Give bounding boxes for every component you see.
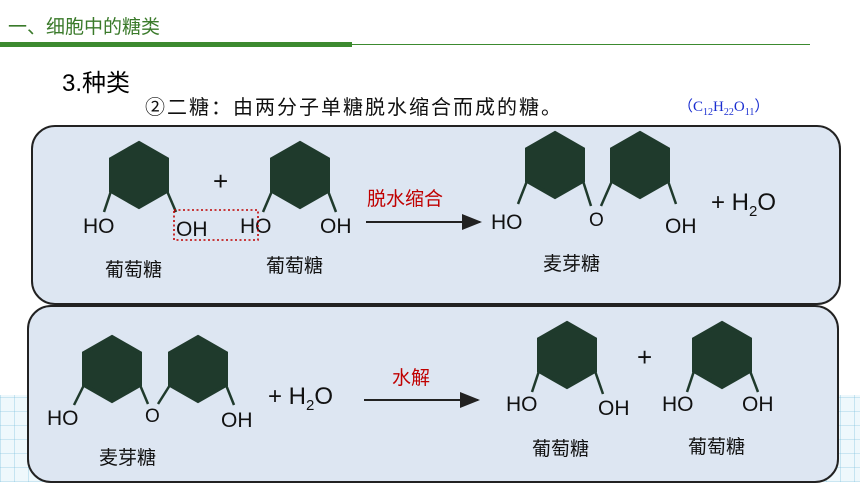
header-divider: [352, 44, 810, 45]
header-bar: [0, 42, 352, 47]
r2-maltose-ho: HO: [47, 407, 79, 430]
r2-glucose-label-1: 葡萄糖: [532, 438, 589, 460]
r1-arrow-label: 脱水缩合: [367, 188, 443, 210]
r1-g1-ho: HO: [83, 215, 115, 238]
r1-glucose-label-2: 葡萄糖: [266, 255, 323, 277]
r1-g2-oh: OH: [320, 215, 352, 238]
hexagon-icon: [109, 141, 169, 209]
maltose-ring-right: [599, 131, 678, 207]
r2-glucose-ring-2: [685, 321, 760, 393]
r2-maltose-label: 麦芽糖: [99, 447, 156, 469]
r2-glucose-label-2: 葡萄糖: [688, 436, 745, 458]
r1-bridge-o: O: [589, 210, 604, 231]
hexagon-icon: [82, 335, 142, 403]
r2-water: + H2O: [268, 383, 333, 414]
r2-maltose-ring-left: [72, 335, 150, 406]
hexagon-icon: [270, 141, 330, 209]
r1-g2-ho: HO: [240, 215, 272, 238]
hexagon-icon: [692, 321, 752, 389]
r2-maltose-ring-right: [156, 335, 236, 406]
r2-glucose-ring-1: [530, 321, 605, 395]
r2-bridge-o: O: [145, 406, 160, 427]
glucose-ring-2: [261, 141, 338, 213]
glucose-ring-1: [102, 141, 178, 213]
section-description: ②二糖：由两分子单糖脱水缩合而成的糖。: [145, 95, 563, 119]
r1-maltose-label: 麦芽糖: [543, 253, 600, 275]
r1-plus: +: [213, 166, 228, 196]
maltose-ring-left: [516, 131, 593, 207]
r2-plus: +: [637, 342, 652, 372]
r1-maltose-ho: HO: [491, 211, 523, 234]
r2-g1-ho: HO: [506, 393, 538, 416]
condensation-panel: [31, 125, 841, 305]
hexagon-icon: [610, 131, 670, 199]
r2-arrow-label: 水解: [392, 367, 430, 389]
hexagon-icon: [537, 321, 597, 389]
r2-g2-oh: OH: [742, 393, 774, 416]
hexagon-icon: [168, 335, 228, 403]
r1-water: + H2O: [711, 189, 776, 220]
r2-maltose-oh: OH: [221, 409, 253, 432]
section-title: 3.种类: [62, 70, 131, 97]
maltose-formula: （C12H22O11）: [678, 99, 770, 118]
r2-g2-ho: HO: [662, 393, 694, 416]
r1-maltose-oh: OH: [665, 215, 697, 238]
header-title: 一、细胞中的糖类: [8, 16, 161, 38]
water-removal-box: [173, 209, 259, 241]
r2-g1-oh: OH: [598, 397, 630, 420]
hexagon-icon: [525, 131, 585, 199]
r1-g1-oh: OH: [176, 218, 208, 241]
r1-glucose-label-1: 葡萄糖: [105, 259, 162, 281]
